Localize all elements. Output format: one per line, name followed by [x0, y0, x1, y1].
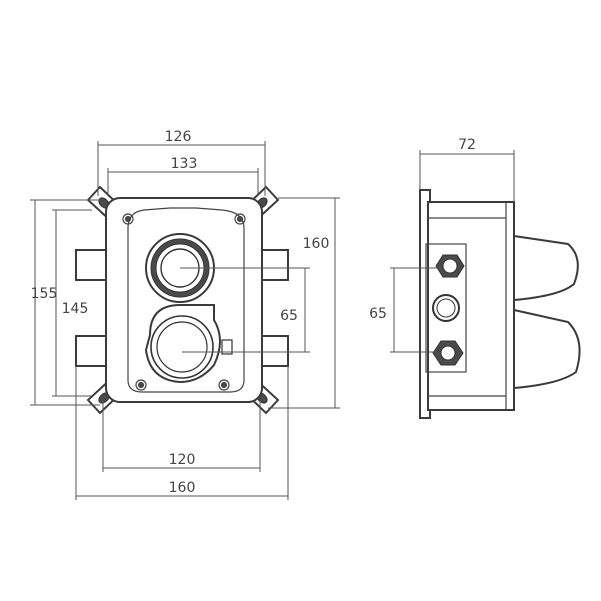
label-front-bottom-outer: 160: [169, 480, 196, 496]
label-front-left-inner: 145: [62, 301, 89, 317]
dim-side-depth: [419, 150, 515, 202]
lower-port: [144, 304, 233, 384]
label-front-left-outer: 155: [31, 286, 58, 302]
label-front-top-inner: 133: [171, 156, 198, 172]
side-center-port: [432, 294, 460, 322]
dim-right-height: [268, 197, 340, 409]
label-front-right-height: 160: [303, 236, 330, 252]
label-side-port-spacing: 65: [369, 306, 387, 322]
label-side-depth: 72: [458, 137, 476, 153]
side-cavity: [425, 243, 467, 373]
front-inner-panel: [127, 207, 245, 393]
front-view: 126 133 155 145 160 65 120 160: [30, 129, 340, 500]
label-front-bottom-inner: 120: [169, 452, 196, 468]
dim-bottom-outer: [75, 366, 289, 500]
dim-side-port-spacing: [390, 267, 440, 353]
label-front-top-outer: 126: [165, 129, 192, 145]
side-view: 72 65: [369, 137, 581, 419]
dim-top-inner: [107, 168, 259, 196]
dim-bottom-inner: [102, 400, 261, 472]
side-handle-upper: [513, 234, 579, 302]
dim-inlet-spacing: [180, 267, 310, 353]
screw-heads: [122, 213, 246, 391]
side-hex-port-bottom: [432, 340, 464, 366]
side-hex-port-top: [435, 254, 465, 278]
label-front-inlet-spacing: 65: [280, 308, 298, 324]
side-handle-lower: [513, 308, 581, 390]
dim-top-outer: [97, 141, 266, 196]
dim-left-outer: [30, 199, 100, 406]
dim-left-inner: [52, 209, 92, 397]
